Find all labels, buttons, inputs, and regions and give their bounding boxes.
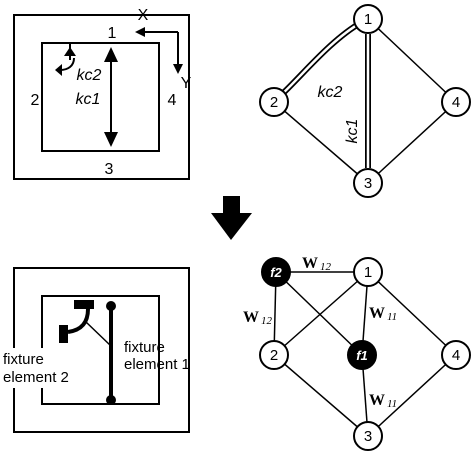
fixture-node-f2: f2 <box>261 257 291 287</box>
svg-text:W: W <box>369 392 385 409</box>
side-label-3: 3 <box>105 161 114 178</box>
fixture-element-2-label-line1: fixture <box>3 351 44 368</box>
fixture-element-2-label-bg <box>2 348 66 388</box>
side-label-2: 2 <box>31 92 40 109</box>
svg-text:4: 4 <box>452 94 460 111</box>
svg-text:12: 12 <box>261 315 273 327</box>
weighted-node-1: 1 <box>353 257 383 287</box>
svg-text:12: 12 <box>320 261 332 273</box>
weight-label-f1-3: W 11 <box>369 392 397 410</box>
fixture-element-1-label-line2: element 1 <box>124 356 190 373</box>
side-label-4: 4 <box>168 92 177 109</box>
svg-text:1: 1 <box>364 11 372 28</box>
weight-label-f2-2: W 12 <box>243 309 273 327</box>
down-arrow-icon <box>211 196 252 240</box>
kc2-edge-label: kc2 <box>318 84 343 101</box>
svg-text:11: 11 <box>387 311 397 323</box>
svg-text:3: 3 <box>364 428 372 445</box>
svg-text:2: 2 <box>270 94 278 111</box>
fixture-element-1-shape <box>106 301 116 405</box>
svg-text:1: 1 <box>364 264 372 281</box>
weight-label-f2-1: W 12 <box>302 255 332 273</box>
part-frame-top: 1 2 3 4 X Y kc1 kc2 <box>13 7 192 180</box>
weighted-node-3: 3 <box>353 421 383 451</box>
svg-text:4: 4 <box>452 347 460 364</box>
svg-text:f1: f1 <box>356 348 368 363</box>
graph-node-4: 4 <box>441 87 471 117</box>
graph-node-1: 1 <box>353 4 383 34</box>
kc1-label: kc1 <box>76 91 101 108</box>
svg-text:f2: f2 <box>270 265 282 280</box>
svg-text:3: 3 <box>364 175 372 192</box>
fixture-element-2-shape <box>59 300 112 347</box>
weighted-node-4: 4 <box>441 340 471 370</box>
outer-frame <box>13 14 190 180</box>
weight-label-f1-1: W 11 <box>369 305 397 323</box>
axis-x-label: X <box>138 7 149 24</box>
graph-node-2: 2 <box>259 87 289 117</box>
fixture-node-f1: f1 <box>347 340 377 370</box>
fixture-element-1-label-line1: fixture <box>124 339 165 356</box>
kc2-arrow <box>55 44 76 76</box>
side-label-1: 1 <box>108 25 117 42</box>
part-frame-bottom: fixture element 1 fixture element 2 <box>2 267 190 433</box>
svg-text:W: W <box>369 305 385 322</box>
weighted-node-2: 2 <box>259 340 289 370</box>
kc1-edge-label: kc1 <box>344 119 361 144</box>
svg-text:11: 11 <box>387 398 397 410</box>
fixture-element-2-label-line2: element 2 <box>3 369 69 386</box>
inner-part <box>41 42 160 152</box>
kc2-label: kc2 <box>77 67 102 84</box>
svg-text:W: W <box>243 309 259 326</box>
axis-y-label: Y <box>181 75 192 92</box>
svg-text:W: W <box>302 255 318 272</box>
kc-graph: kc2 kc1 1 2 3 4 <box>259 4 471 198</box>
svg-text:2: 2 <box>270 347 278 364</box>
graph-node-3: 3 <box>353 168 383 198</box>
xy-axes: X Y <box>135 7 192 92</box>
weighted-graph: W 12 W 12 W 11 W 11 1 2 3 4 <box>243 255 471 451</box>
kc1-arrow <box>104 47 118 147</box>
